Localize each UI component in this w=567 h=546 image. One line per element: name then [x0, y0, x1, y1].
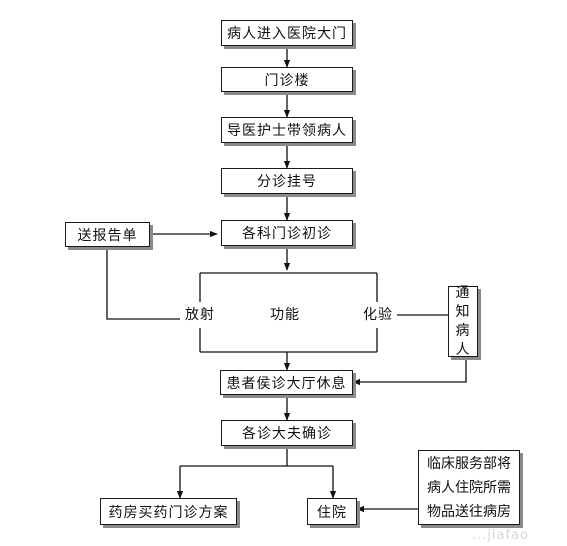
node-waiting-hall: 患者侯诊大厅休息: [220, 370, 353, 395]
node-clinic-building: 门诊楼: [221, 67, 353, 92]
notify-char-3: 病: [455, 322, 471, 339]
notify-char-2: 知: [455, 303, 471, 320]
ward-service-line-1: 临床服务部将: [427, 455, 511, 472]
node-send-report: 送报告单: [65, 222, 150, 247]
node-clinic-building-label: 门诊楼: [264, 72, 310, 89]
node-initial-consult: 各科门诊初诊: [221, 220, 353, 246]
ward-service-line-2: 病人住院所需: [427, 479, 511, 496]
node-hospitalize: 住院: [307, 498, 357, 525]
radiology-to-report-line: [106, 247, 180, 320]
node-enter-gate: 病人进入医院大门: [221, 20, 353, 46]
node-registration-label: 分诊挂号: [257, 174, 317, 190]
node-doctor-confirm: 各诊大夫确诊: [221, 420, 353, 446]
label-radiology: 放射: [185, 306, 215, 324]
notify-char-1: 通: [455, 284, 471, 301]
label-lab-test: 化验: [363, 306, 393, 324]
node-pharmacy: 药房买药门诊方案: [100, 498, 237, 525]
node-hospitalize-label: 住院: [317, 504, 347, 521]
node-enter-gate-label: 病人进入医院大门: [227, 26, 347, 42]
arrow-notify-to-waiting: [352, 357, 467, 386]
node-guide-nurse: 导医护士带领病人: [221, 117, 353, 143]
node-registration: 分诊挂号: [221, 168, 353, 194]
node-ward-service: 临床服务部将 病人住院所需 物品送往病房: [418, 450, 520, 525]
node-doctor-confirm-label: 各诊大夫确诊: [242, 426, 332, 442]
node-pharmacy-label: 药房买药门诊方案: [108, 504, 229, 521]
node-initial-consult-label: 各科门诊初诊: [242, 226, 332, 242]
watermark: ...jiafao: [471, 528, 529, 543]
node-notify-patient: 通 知 病 人: [448, 284, 478, 358]
ward-service-line-3: 物品送往病房: [427, 503, 511, 520]
notify-char-4: 人: [455, 341, 471, 358]
label-function-test: 功能: [270, 306, 300, 324]
node-waiting-hall-label: 患者侯诊大厅休息: [226, 375, 347, 392]
node-guide-nurse-label: 导医护士带领病人: [227, 123, 347, 139]
node-send-report-label: 送报告单: [77, 227, 138, 244]
